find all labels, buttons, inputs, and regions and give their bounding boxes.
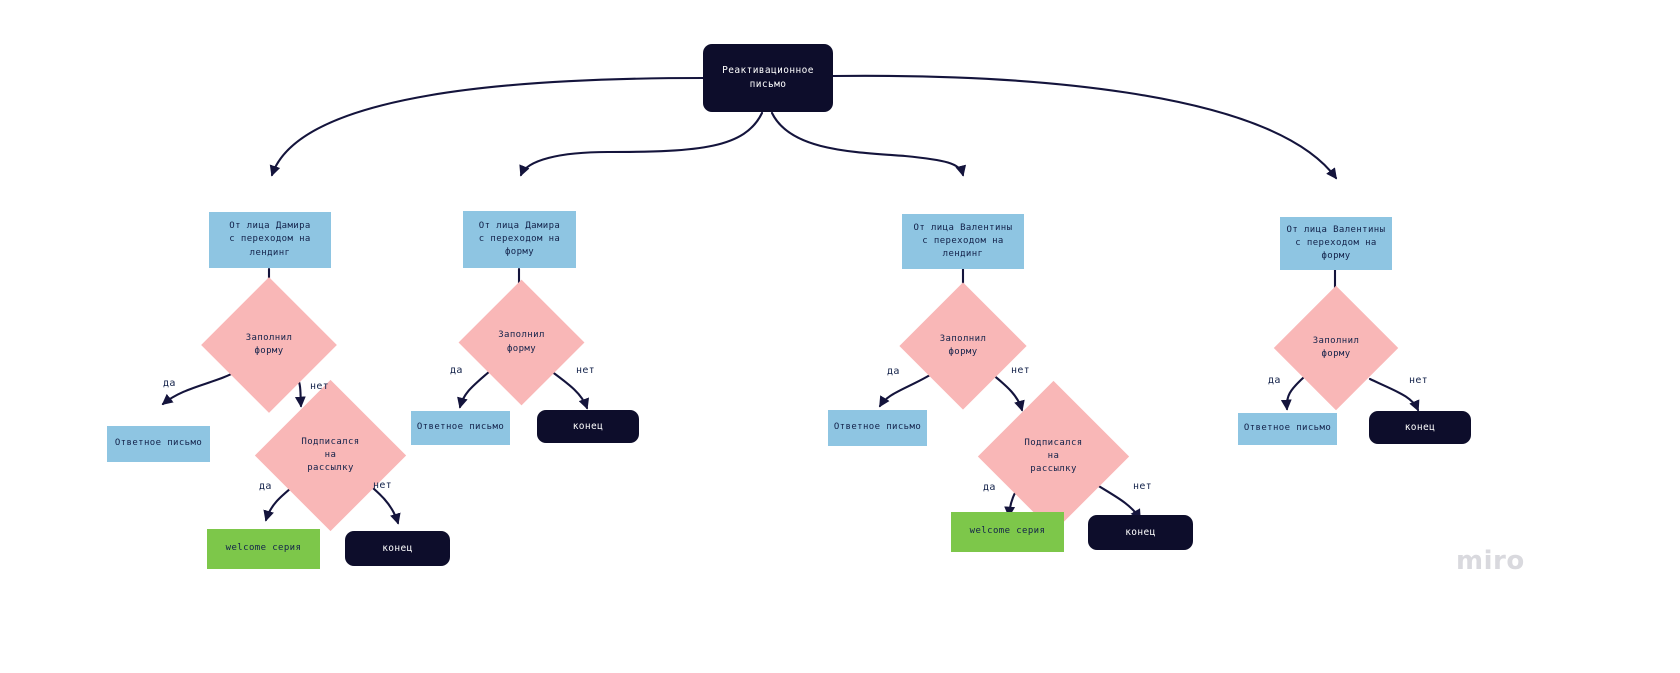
- node-b3-reply-letter-label: Ответное письмо: [833, 422, 922, 433]
- node-b3-decision-subscribed[interactable]: Подписался на рассылку: [977, 380, 1130, 533]
- edge-label-b3-subscribe-no: нет: [1133, 481, 1152, 492]
- node-b1-decision-filled-form[interactable]: Заполнил форму: [201, 277, 337, 413]
- node-b2-reply-letter[interactable]: Ответное письмо: [411, 411, 510, 445]
- edge-label-b2-form-yes: да: [450, 365, 463, 376]
- node-b3-decision-filled-form-label: Заполнил форму: [939, 333, 987, 357]
- node-b4-decision-filled-form-label: Заполнил форму: [1312, 335, 1360, 359]
- node-branch2-source-label: От лица Дамира с переходом на форму: [478, 220, 561, 258]
- edge-label-b4-form-yes: да: [1268, 375, 1281, 386]
- node-b3-end-label: конец: [1125, 526, 1156, 538]
- node-branch4-source-label: От лица Валентины с переходом на форму: [1286, 224, 1386, 262]
- node-b3-reply-letter[interactable]: Ответное письмо: [828, 410, 927, 446]
- edge-label-b1-form-no: нет: [310, 381, 329, 392]
- node-b2-end[interactable]: конец: [537, 410, 639, 443]
- node-branch3-source-label: От лица Валентины с переходом на лендинг: [913, 222, 1013, 260]
- node-b1-end[interactable]: конец: [345, 531, 450, 566]
- node-b2-decision-filled-form[interactable]: Заполнил форму: [458, 279, 585, 406]
- node-branch1-source-label: От лица Дамира с переходом на лендинг: [229, 221, 311, 258]
- node-b1-end-label: конец: [382, 542, 413, 554]
- edge-label-b3-form-yes: да: [887, 366, 900, 377]
- edge-label-b1-form-yes: да: [163, 378, 176, 389]
- node-b1-decision-subscribed-label: Подписался на рассылку: [301, 436, 360, 474]
- miro-watermark: miro: [1456, 546, 1525, 576]
- node-b3-welcome-series-label: welcome серия: [969, 526, 1046, 537]
- edge-label-b1-subscribe-no: нет: [373, 480, 392, 491]
- node-b1-decision-subscribed[interactable]: Подписался на рассылку: [254, 379, 407, 532]
- edge-label-b3-subscribe-yes: да: [983, 482, 996, 493]
- node-b3-decision-filled-form[interactable]: Заполнил форму: [899, 282, 1027, 410]
- node-b2-reply-letter-label: Ответное письмо: [416, 422, 505, 433]
- edge-label-b1-subscribe-yes: да: [259, 481, 272, 492]
- node-b2-decision-filled-form-label: Заполнил форму: [498, 330, 545, 354]
- node-root-label: Реактивационное письмо: [722, 65, 814, 90]
- node-root[interactable]: Реактивационное письмо: [703, 44, 833, 112]
- node-b4-reply-letter[interactable]: Ответное письмо: [1238, 413, 1337, 445]
- node-b3-decision-subscribed-label: Подписался на рассылку: [1024, 437, 1083, 475]
- node-b1-reply-letter[interactable]: Ответное письмо: [107, 426, 210, 462]
- node-b4-end-label: конец: [1404, 421, 1436, 433]
- node-b1-reply-letter-label: Ответное письмо: [114, 438, 203, 449]
- node-b1-decision-filled-form-label: Заполнил форму: [245, 332, 293, 356]
- node-branch3-source[interactable]: От лица Валентины с переходом на лендинг: [902, 214, 1024, 269]
- node-b4-decision-filled-form[interactable]: Заполнил форму: [1273, 285, 1399, 411]
- edge-label-b4-form-no: нет: [1409, 375, 1428, 386]
- node-b1-welcome-series[interactable]: welcome серия: [207, 529, 320, 569]
- node-b4-reply-letter-label: Ответное письмо: [1243, 423, 1332, 434]
- node-b1-welcome-series-label: welcome серия: [225, 543, 302, 554]
- node-branch1-source[interactable]: От лица Дамира с переходом на лендинг: [209, 212, 331, 268]
- node-b3-welcome-series[interactable]: welcome серия: [951, 512, 1064, 552]
- edge-label-b3-form-no: нет: [1011, 365, 1030, 376]
- node-b4-end[interactable]: конец: [1369, 411, 1471, 444]
- node-b2-end-label: конец: [572, 420, 604, 432]
- node-branch2-source[interactable]: От лица Дамира с переходом на форму: [463, 211, 576, 268]
- node-branch4-source[interactable]: От лица Валентины с переходом на форму: [1280, 217, 1392, 270]
- node-b3-end[interactable]: конец: [1088, 515, 1193, 550]
- edge-label-b2-form-no: нет: [576, 365, 595, 376]
